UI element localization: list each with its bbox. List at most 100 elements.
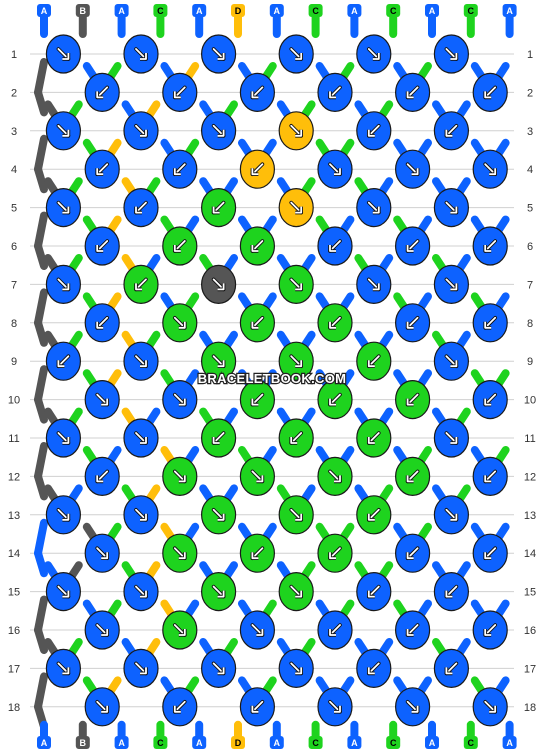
svg-text:A: A [274, 6, 281, 16]
row-number-left: 8 [11, 318, 17, 330]
arrow-sw-icon [289, 431, 304, 445]
knot-9-6 [433, 341, 469, 381]
knot-3-3 [201, 111, 237, 151]
knot-5-4 [278, 188, 314, 228]
row-number-left: 9 [11, 356, 17, 368]
knot-9-5 [356, 341, 392, 381]
row-number-right: 11 [524, 433, 535, 445]
row-number-right: 18 [524, 702, 536, 714]
arrow-se-icon [483, 699, 498, 714]
svg-text:A: A [506, 6, 513, 16]
row-number-left: 5 [11, 203, 17, 215]
bottom-string-label-9: A [347, 736, 362, 749]
svg-text:A: A [429, 6, 436, 16]
arrow-sw-icon [328, 623, 342, 637]
bottom-string-label-1: A [37, 736, 51, 749]
arrow-sw-icon [405, 85, 420, 100]
svg-text:C: C [157, 738, 164, 748]
knot-18-6 [472, 687, 508, 727]
arrow-se-icon [444, 431, 459, 445]
knot-7-3 [201, 264, 237, 304]
arrow-sw-icon [483, 392, 498, 407]
arrow-se-icon [173, 469, 187, 484]
knot-10-3 [239, 380, 275, 420]
knot-11-6 [433, 418, 469, 458]
knot-4-5 [395, 149, 431, 189]
arrow-se-icon [56, 661, 71, 676]
arrow-se-icon [134, 47, 148, 61]
bottom-string-label-5: A [192, 736, 207, 749]
thread-segment [34, 518, 48, 558]
row-number-right: 1 [527, 49, 533, 61]
knot-13-5 [356, 495, 392, 535]
knot-18-5 [395, 687, 431, 727]
knot-1-2 [123, 34, 159, 74]
arrow-sw-icon [483, 85, 498, 100]
thread-segment [34, 472, 48, 501]
top-string-label-12: C [463, 4, 478, 17]
arrow-se-icon [366, 200, 381, 215]
arrow-sw-icon [366, 354, 381, 369]
row-number-left: 14 [8, 548, 20, 560]
bottom-string-label-2: B [75, 736, 90, 749]
row-number-right: 5 [527, 203, 533, 215]
svg-text:A: A [274, 738, 281, 748]
arrow-se-icon [211, 507, 226, 522]
knot-14-3 [239, 533, 275, 573]
knot-4-3 [239, 149, 275, 189]
svg-text:C: C [390, 738, 397, 748]
knot-11-5 [356, 418, 392, 458]
knot-3-1 [45, 111, 82, 151]
arrow-sw-icon [95, 469, 109, 484]
arrow-sw-icon [366, 507, 381, 522]
arrow-se-icon [289, 661, 304, 676]
bottom-string-label-4: C [153, 736, 168, 749]
row-number-right: 3 [527, 126, 533, 138]
row-number-left: 18 [8, 702, 20, 714]
arrow-se-icon [134, 124, 148, 138]
arrow-se-icon [95, 392, 109, 407]
svg-text:C: C [157, 6, 164, 16]
arrow-se-icon [328, 469, 342, 484]
arrow-se-icon [250, 469, 265, 484]
arrow-sw-icon [405, 546, 420, 561]
knot-16-3 [239, 610, 275, 650]
knot-15-4 [278, 571, 314, 612]
knot-5-6 [433, 188, 469, 228]
knot-18-4 [317, 687, 353, 727]
knot-5-2 [123, 188, 159, 228]
row-number-right: 17 [524, 663, 536, 675]
row-number-right: 9 [527, 356, 533, 368]
row-number-left: 17 [8, 663, 20, 675]
arrow-se-icon [173, 623, 187, 637]
arrow-sw-icon [211, 431, 226, 445]
thread-segment [34, 165, 48, 194]
knot-7-1 [45, 264, 82, 304]
arrow-se-icon [56, 124, 71, 138]
thread-segment [34, 88, 48, 117]
knot-15-3 [201, 571, 237, 612]
arrow-se-icon [211, 584, 226, 599]
knot-15-2 [123, 571, 159, 612]
thread-segment [34, 58, 48, 97]
arrow-sw-icon [173, 162, 187, 176]
svg-text:A: A [351, 738, 358, 748]
knot-10-6 [472, 380, 508, 420]
knot-7-2 [123, 264, 159, 304]
row-number-right: 8 [527, 318, 533, 330]
arrow-se-icon [211, 47, 226, 61]
svg-text:A: A [506, 738, 513, 748]
thread-segment [34, 365, 48, 404]
thread-segment [34, 211, 48, 250]
arrow-se-icon [56, 584, 71, 599]
knot-12-3 [239, 456, 275, 496]
knot-2-2 [162, 72, 198, 113]
arrow-sw-icon [95, 239, 109, 253]
top-string-label-4: C [153, 4, 168, 17]
row-number-left: 16 [8, 625, 20, 637]
knot-4-2 [162, 149, 198, 189]
row-number-left: 2 [11, 87, 17, 99]
bottom-string-label-7: A [269, 736, 284, 749]
